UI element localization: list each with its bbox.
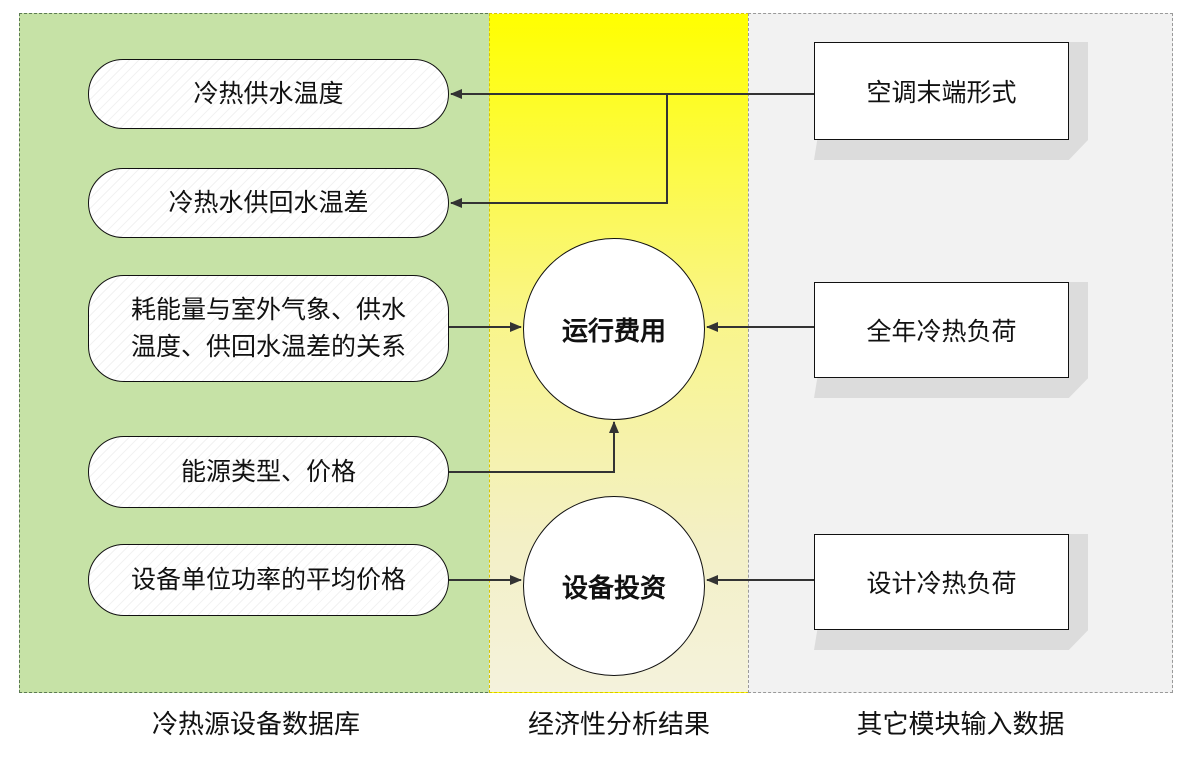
arrow-terminal-to-temp-difference (450, 94, 668, 208)
energy-type-price-node: 能源类型、价格 (88, 436, 449, 508)
other-inputs-column-label: 其它模块输入数据 (856, 709, 1065, 740)
equipment-investment-node: 设备投资 (523, 496, 705, 676)
terminal-form-label: 空调末端形式 (866, 78, 1017, 107)
annual-load-node: 全年冷热负荷 (814, 282, 1069, 378)
design-load-node: 设计冷热负荷 (814, 534, 1069, 630)
annual-load-label: 全年冷热负荷 (866, 317, 1017, 346)
operating-cost-node: 运行费用 (523, 238, 705, 420)
unit-power-price-node: 设备单位功率的平均价格 (88, 544, 449, 616)
terminal-form-node: 空调末端形式 (814, 42, 1069, 140)
database-column-label: 冷热源设备数据库 (151, 709, 360, 740)
energy-relation-node: 耗能量与室外气象、供水 温度、供回水温差的关系 (88, 275, 449, 382)
supply-temperature-node: 冷热供水温度 (88, 59, 449, 129)
temperature-difference-node: 冷热水供回水温差 (88, 168, 449, 238)
results-column-label: 经济性分析结果 (527, 709, 710, 740)
design-load-label: 设计冷热负荷 (866, 569, 1017, 598)
arrow-energy-price-to-cost (449, 421, 619, 473)
